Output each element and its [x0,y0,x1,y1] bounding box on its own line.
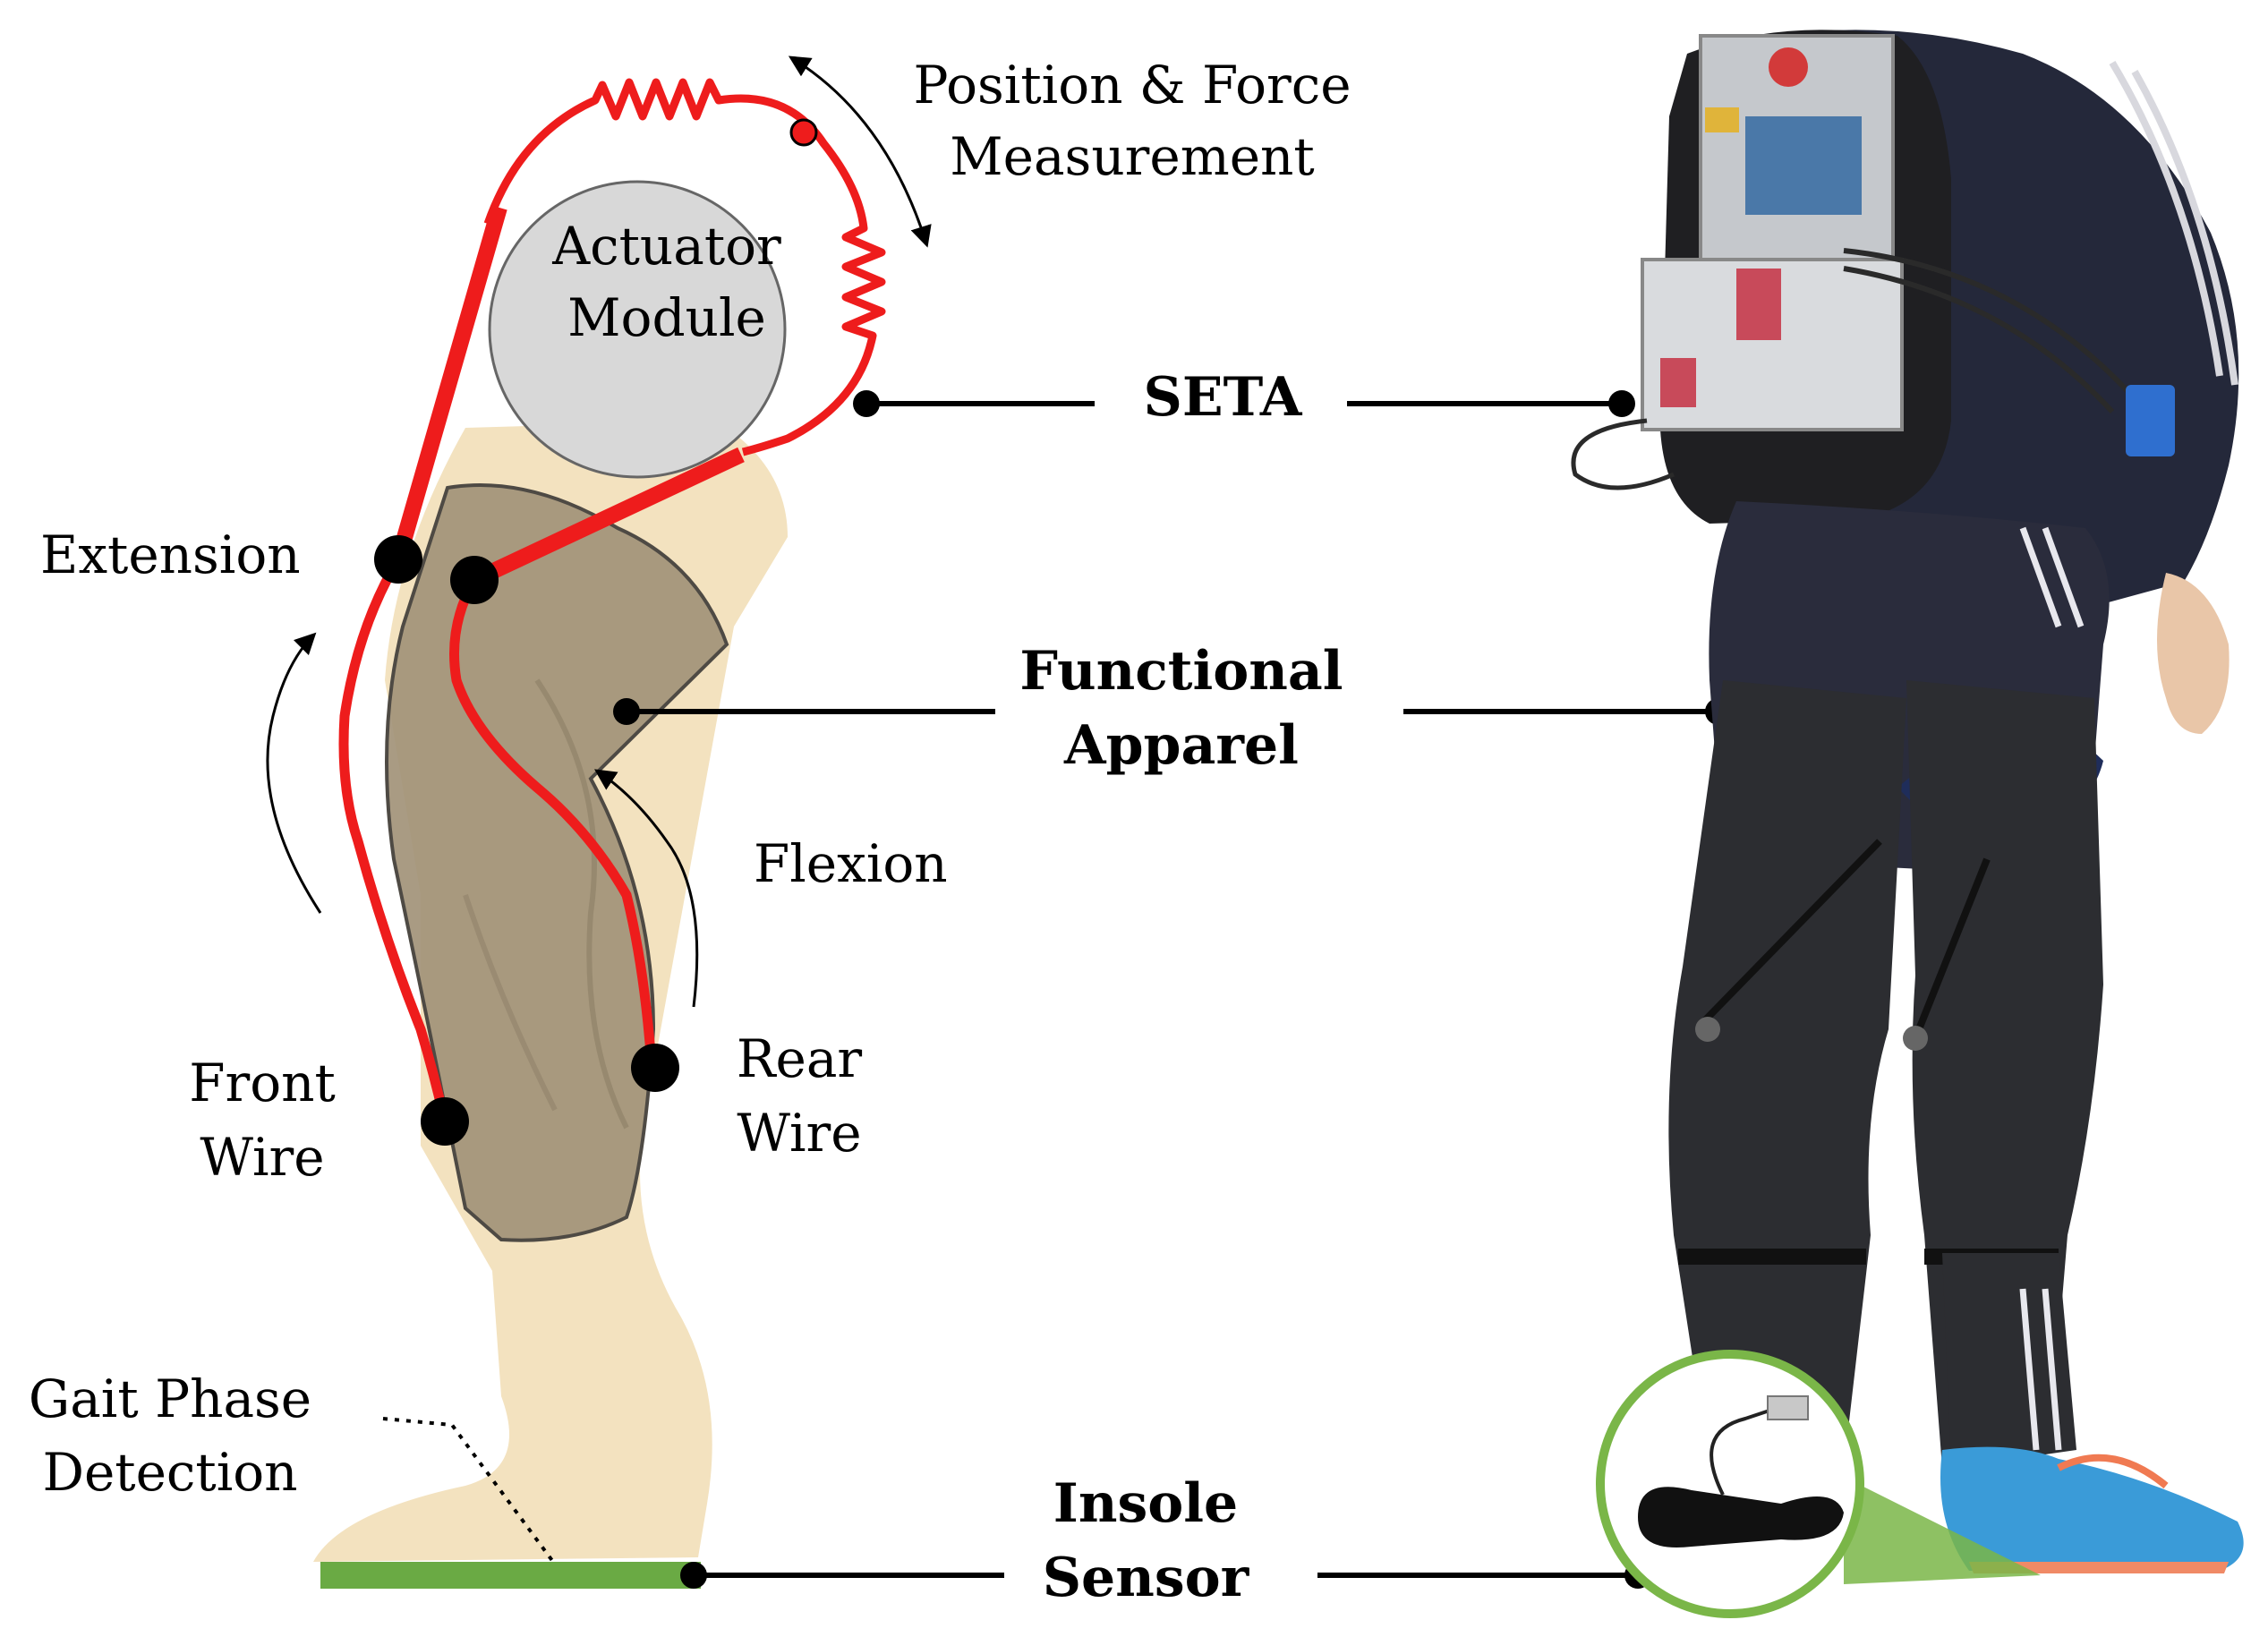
actuator-module-label: Actuator [551,216,781,277]
rear-wire-anchor [631,1044,679,1092]
front-wire-label-2: Wire [200,1127,324,1188]
functional-apparel-label: Functional [1019,640,1343,703]
shoe [1940,1446,2244,1571]
insole-sensor-label-2: Sensor [1043,1547,1250,1609]
pants-stripe [2019,526,2062,628]
actuator-module [488,180,787,479]
insole-connector [1767,1395,1809,1420]
knee-pulley [1695,1017,1720,1042]
shoe-laces [2057,1454,2169,1489]
seta-label: SETA [1144,366,1303,429]
motor-unit [1660,358,1696,407]
person-photo [1571,30,2244,1618]
measurement-point [789,118,818,147]
gait-phase-label: Gait Phase [29,1368,311,1429]
emergency-stop [1769,47,1808,87]
extension-label: Extension [40,524,301,585]
trouser-stripe [2042,1288,2062,1451]
sleeve-fold [534,678,629,1130]
gait-phase-label-2: Detection [42,1442,297,1503]
shoe-sole [1969,1562,2229,1573]
extension-arrow [266,632,322,914]
front-wire-label: Front [189,1053,336,1113]
callouts: SETA Functional Apparel Insole Sensor [613,366,1732,1609]
sleeve-stripe [2131,70,2238,386]
blue-sensor-box [2126,385,2175,456]
measurement-label: Measurement [950,126,1314,187]
functional-apparel-label-2: Apparel [1063,714,1299,777]
trouser-stripe [2019,1288,2040,1451]
cables [1571,418,1675,490]
hand [2157,573,2230,734]
knee-strap [1912,857,1991,1040]
rear-wire-top-anchor [450,556,499,604]
leg-garment-back [1668,680,1906,1468]
insole-callout-wedge [1844,1477,2041,1584]
extension-anchor [374,535,422,584]
leg-schematic: Actuator Module Position & Force Measure… [29,55,1351,1589]
rear-wire-label: Rear [737,1028,863,1089]
circuit-board [1745,116,1862,215]
rear-wire-lower [449,577,657,1066]
flexion-label: Flexion [754,833,948,894]
rear-wire-label-2: Wire [737,1103,861,1164]
yellow-connector [1705,107,1739,132]
position-force-arrow [788,55,932,248]
front-wire-anchor [421,1097,469,1146]
position-force-label: Position & Force [913,55,1351,115]
front-wire-lower [338,557,450,1123]
sleeve-stripe [2109,60,2223,377]
shin-strap [1678,1249,1866,1265]
trouser-cuff [1942,1253,2076,1468]
insole-bar [320,1562,701,1589]
cables [1843,266,2115,414]
flexion-arrow [594,769,699,1008]
sleeve-fold [463,894,558,1112]
insole-photo [1638,1487,1844,1548]
pants-stripe [2042,526,2085,628]
insole-cable [1710,1408,1773,1496]
cables [1843,248,2133,396]
insole-sensor-label: Insole [1053,1472,1238,1535]
motor-unit [1736,269,1781,340]
knee-strap [1702,839,1882,1023]
knee-pulley [1903,1026,1928,1051]
insole-inset [1596,1350,1864,1618]
rear-wire-upper [471,447,745,588]
seta-right-dot [1608,390,1635,417]
actuator-module-label-2: Module [567,287,766,348]
front-wire [390,205,507,562]
